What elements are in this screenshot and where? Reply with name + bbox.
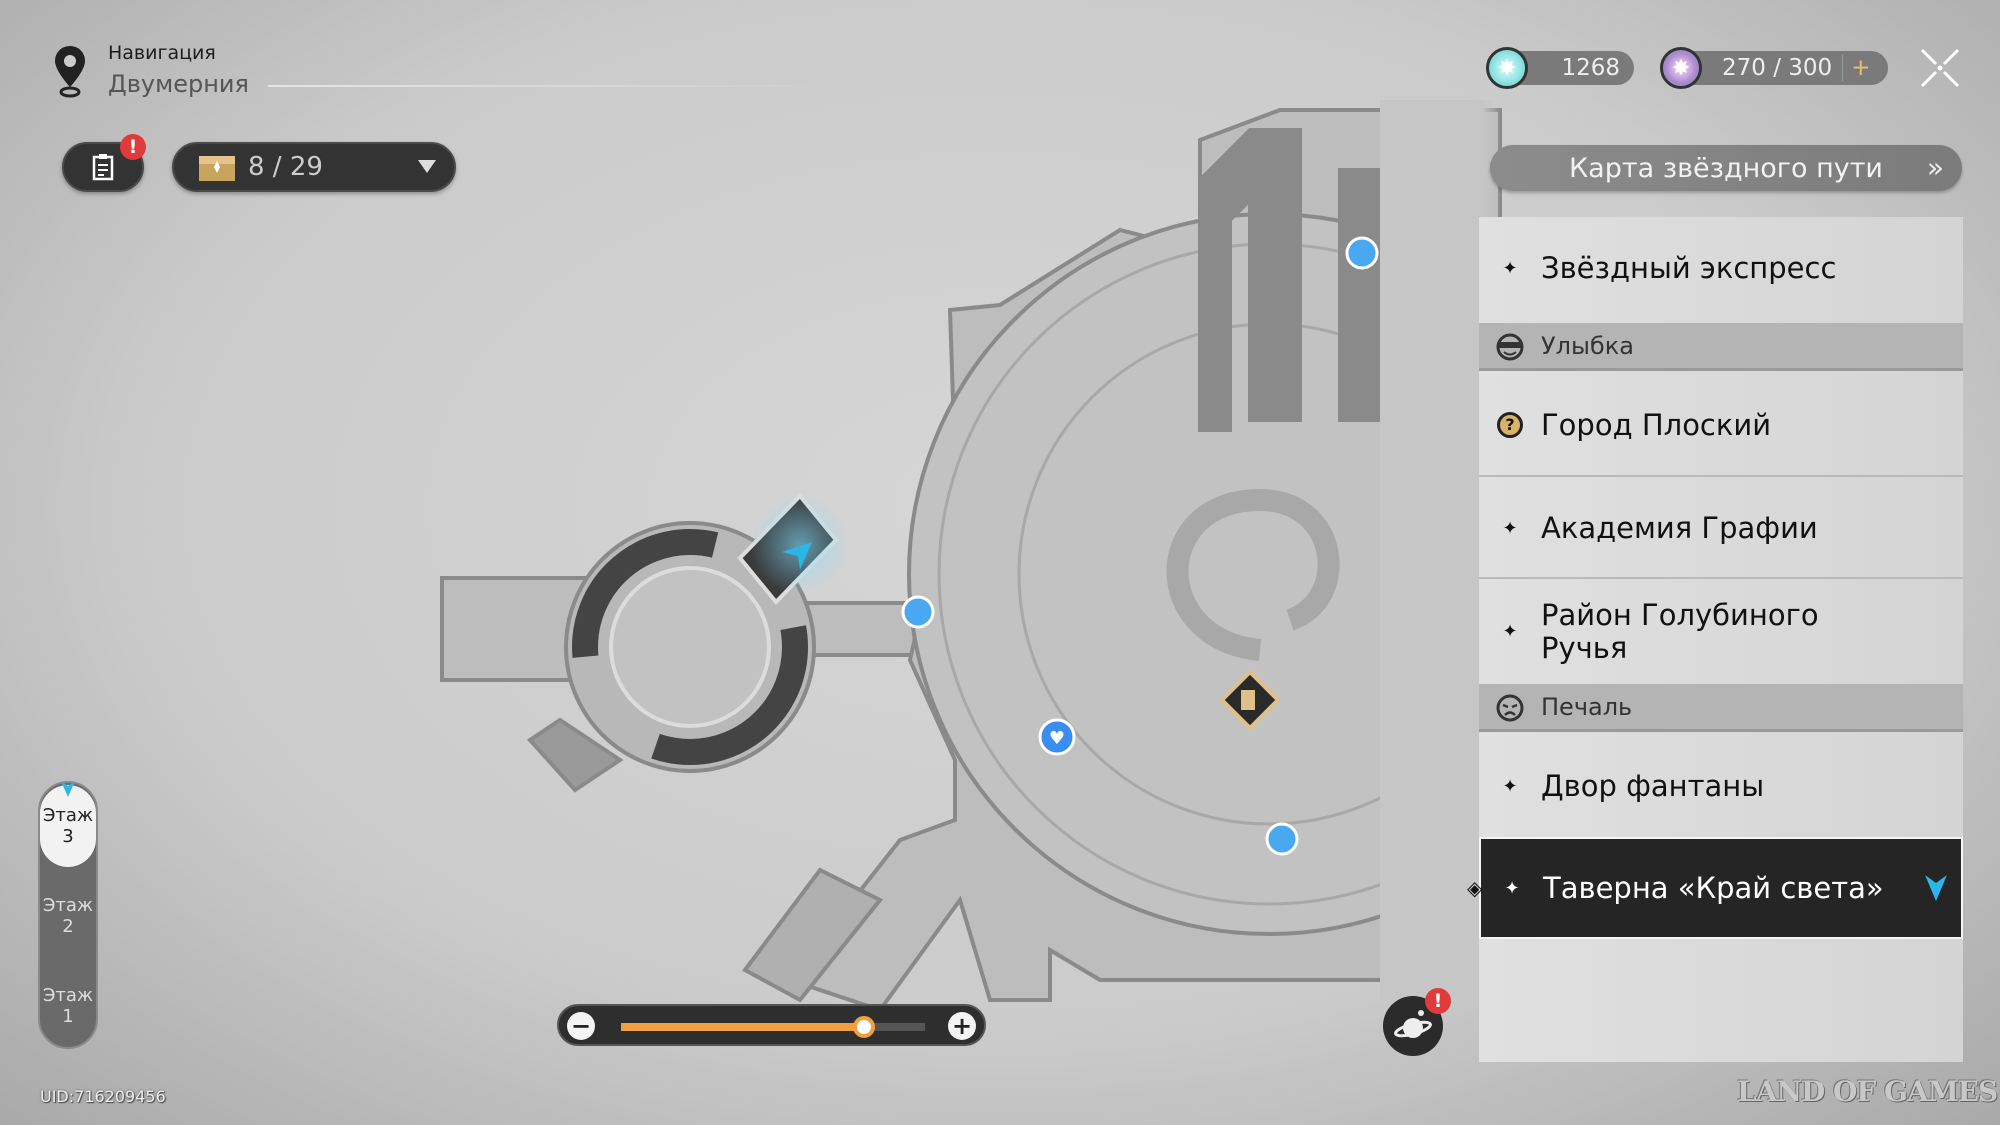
divider: [268, 85, 838, 87]
watermark: LAND OF GAMES: [1737, 1075, 1998, 1108]
star-path-label: Карта звёздного пути: [1569, 152, 1883, 184]
teleport-icon[interactable]: [1265, 822, 1299, 856]
location-marker-icon: [1925, 875, 1947, 901]
map-area-west: [440, 492, 922, 793]
list-item-label: Район Голубиного Ручья: [1541, 597, 1819, 665]
currency-value: 1268: [1561, 55, 1620, 81]
floor-number: 3: [62, 826, 74, 847]
list-item[interactable]: ✦ Звёздный экспресс: [1479, 217, 1963, 319]
star-icon: ✦: [1502, 517, 1518, 539]
selection-pointer-icon: ◈: [1467, 876, 1483, 900]
star-icon: ✦: [1502, 257, 1518, 279]
nav-title: Навигация: [108, 42, 216, 64]
floor-label: Этаж: [42, 805, 94, 826]
floor-number: 2: [62, 916, 74, 937]
location-name: Двумерния: [108, 70, 249, 98]
list-item[interactable]: ?Город Плоский: [1479, 375, 1963, 477]
trailblaze-power-icon: ✸: [1660, 47, 1702, 89]
list-item-label: Двор фантаны: [1541, 769, 1765, 803]
exit-door-icon[interactable]: [1219, 669, 1281, 731]
interastral-map-button[interactable]: !: [1383, 988, 1451, 1056]
close-icon[interactable]: [1916, 44, 1964, 92]
group-label: Печаль: [1541, 692, 1633, 721]
mission-log-button[interactable]: !: [62, 134, 146, 192]
zoom-slider-knob[interactable]: [853, 1016, 876, 1038]
zoom-control: − +: [557, 1004, 986, 1046]
user-id: UID:716209456: [40, 1087, 166, 1106]
star-icon: ✦: [1504, 877, 1520, 899]
planet-icon: [1394, 1010, 1432, 1038]
list-item-label: Город Плоский: [1541, 408, 1772, 442]
treasure-chest-icon: [199, 156, 235, 181]
add-power-button[interactable]: +: [1842, 55, 1870, 81]
group-header-smile: Улыбка: [1479, 323, 1963, 371]
star-icon: ✦: [1502, 775, 1518, 797]
list-item-selected[interactable]: ✦ Таверна «Край света»: [1479, 837, 1963, 939]
zoom-slider-fill: [621, 1023, 865, 1031]
floor-label: Этаж: [42, 985, 94, 1006]
chevron-down-icon: [418, 160, 436, 173]
star-icon: ✦: [1502, 621, 1518, 642]
smile-faction-icon: [1479, 331, 1541, 361]
teleport-icon[interactable]: [901, 595, 935, 629]
group-label: Улыбка: [1541, 331, 1634, 360]
zoom-out-button[interactable]: −: [567, 1012, 595, 1040]
floor-label: Этаж: [42, 895, 94, 916]
list-item[interactable]: ✦ Район Голубиного Ручья: [1479, 581, 1963, 682]
list-item[interactable]: ✦ Двор фантаны: [1479, 736, 1963, 836]
star-rail-pass-icon: ✸: [1486, 47, 1528, 89]
clipboard-icon: [92, 154, 114, 181]
list-item-label: Звёздный экспресс: [1541, 251, 1837, 285]
list-item[interactable]: ✦ Академия Графии: [1479, 479, 1963, 579]
currency-value: 270 / 300: [1722, 55, 1833, 81]
zoom-in-button[interactable]: +: [948, 1012, 976, 1040]
list-item-label: Академия Графии: [1541, 511, 1818, 545]
teleport-icon[interactable]: [1345, 236, 1379, 270]
heart-poi-icon[interactable]: ♥: [1038, 718, 1076, 756]
chest-count: 8 / 29: [248, 152, 323, 182]
list-item-label: Таверна «Край света»: [1543, 871, 1884, 905]
current-floor-marker-icon: [61, 781, 75, 797]
location-pin-icon: [55, 46, 85, 98]
alert-badge: !: [120, 134, 146, 160]
player-arrow-icon: [782, 542, 812, 570]
floor-number: 1: [62, 1006, 74, 1027]
double-chevron-right-icon: »: [1926, 151, 1944, 184]
sad-faction-icon: [1479, 692, 1541, 722]
star-path-map-button[interactable]: Карта звёздного пути »: [1490, 145, 1962, 191]
treasure-chest-dropdown[interactable]: 8 / 29: [172, 142, 456, 192]
svg-text:♥: ♥: [1049, 728, 1065, 749]
zoom-slider[interactable]: [621, 1016, 925, 1038]
quest-icon: ?: [1479, 412, 1541, 438]
location-list-panel: ✦ Звёздный экспресс Улыбка ?Город Плоский…: [1479, 217, 1963, 1062]
alert-badge: !: [1425, 988, 1451, 1014]
group-header-sorrow: Печаль: [1479, 684, 1963, 732]
currency-trailblaze-power[interactable]: 270 / 300 +: [1676, 51, 1888, 85]
